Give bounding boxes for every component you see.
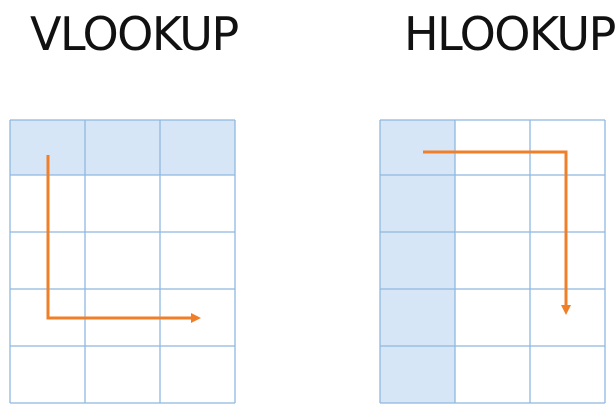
vlookup-title: VLOOKUP: [30, 7, 239, 61]
hlookup-header-column: [380, 120, 455, 403]
hlookup-grid-lines: [379, 119, 606, 404]
vlookup-grid-lines: [9, 119, 236, 404]
vlookup-header-row: [10, 120, 235, 175]
vlookup-table: [9, 119, 236, 404]
down-then-right-arrow-icon: [46, 155, 201, 323]
hlookup-table: [379, 119, 606, 404]
right-then-down-arrow-icon: [423, 150, 571, 315]
hlookup-title: HLOOKUP: [404, 7, 616, 61]
